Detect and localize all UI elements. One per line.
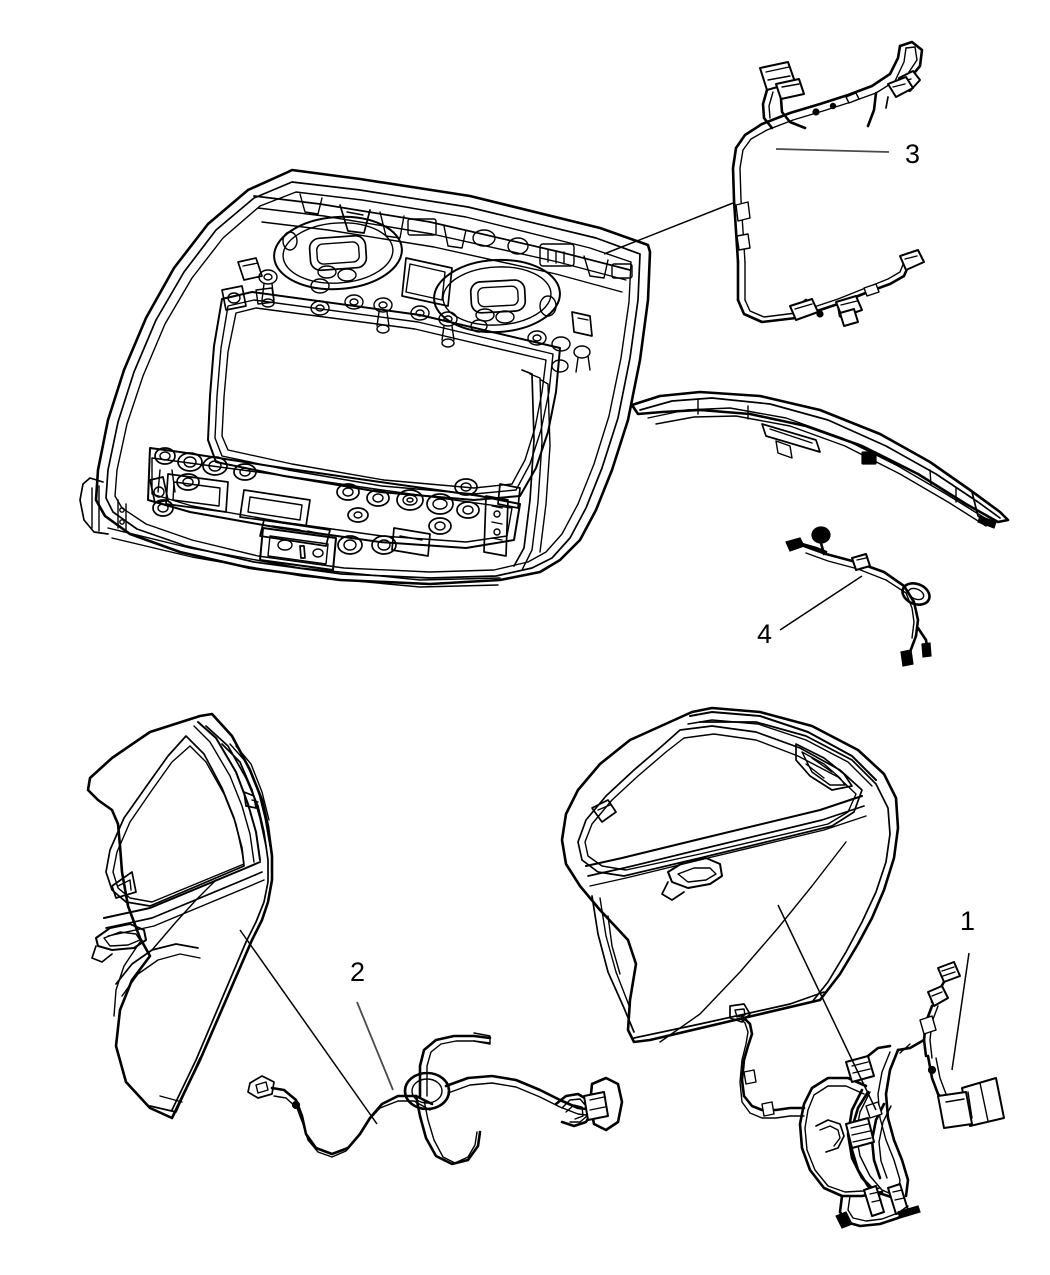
rear-door-panel [86, 712, 274, 1120]
front-door-wiring-harness [729, 961, 1005, 1229]
leader-line-callout-3 [775, 148, 890, 153]
leader-line-front-door-panel [777, 904, 877, 1111]
leader-line-callout-4 [779, 575, 863, 631]
callout-number-1: 1 [960, 906, 975, 936]
leader-line-callout-1 [951, 952, 970, 1071]
callout-number-3: 3 [905, 139, 920, 169]
liftgate-spoiler-wiring-jumper [785, 526, 932, 667]
leader-line-liftgate-to-harness3 [603, 202, 734, 255]
callout-number-4: 4 [757, 619, 772, 649]
callout-number-2: 2 [350, 957, 365, 987]
front-door-panel [560, 706, 900, 1044]
liftgate-wiring-harness [731, 40, 925, 327]
rear-spoiler [630, 390, 1010, 529]
rear-door-wiring-harness [247, 1032, 624, 1166]
liftgate-panel [79, 168, 652, 588]
leader-line-rear-door-panel [239, 929, 378, 1125]
leader-line-callout-2 [356, 1001, 394, 1091]
